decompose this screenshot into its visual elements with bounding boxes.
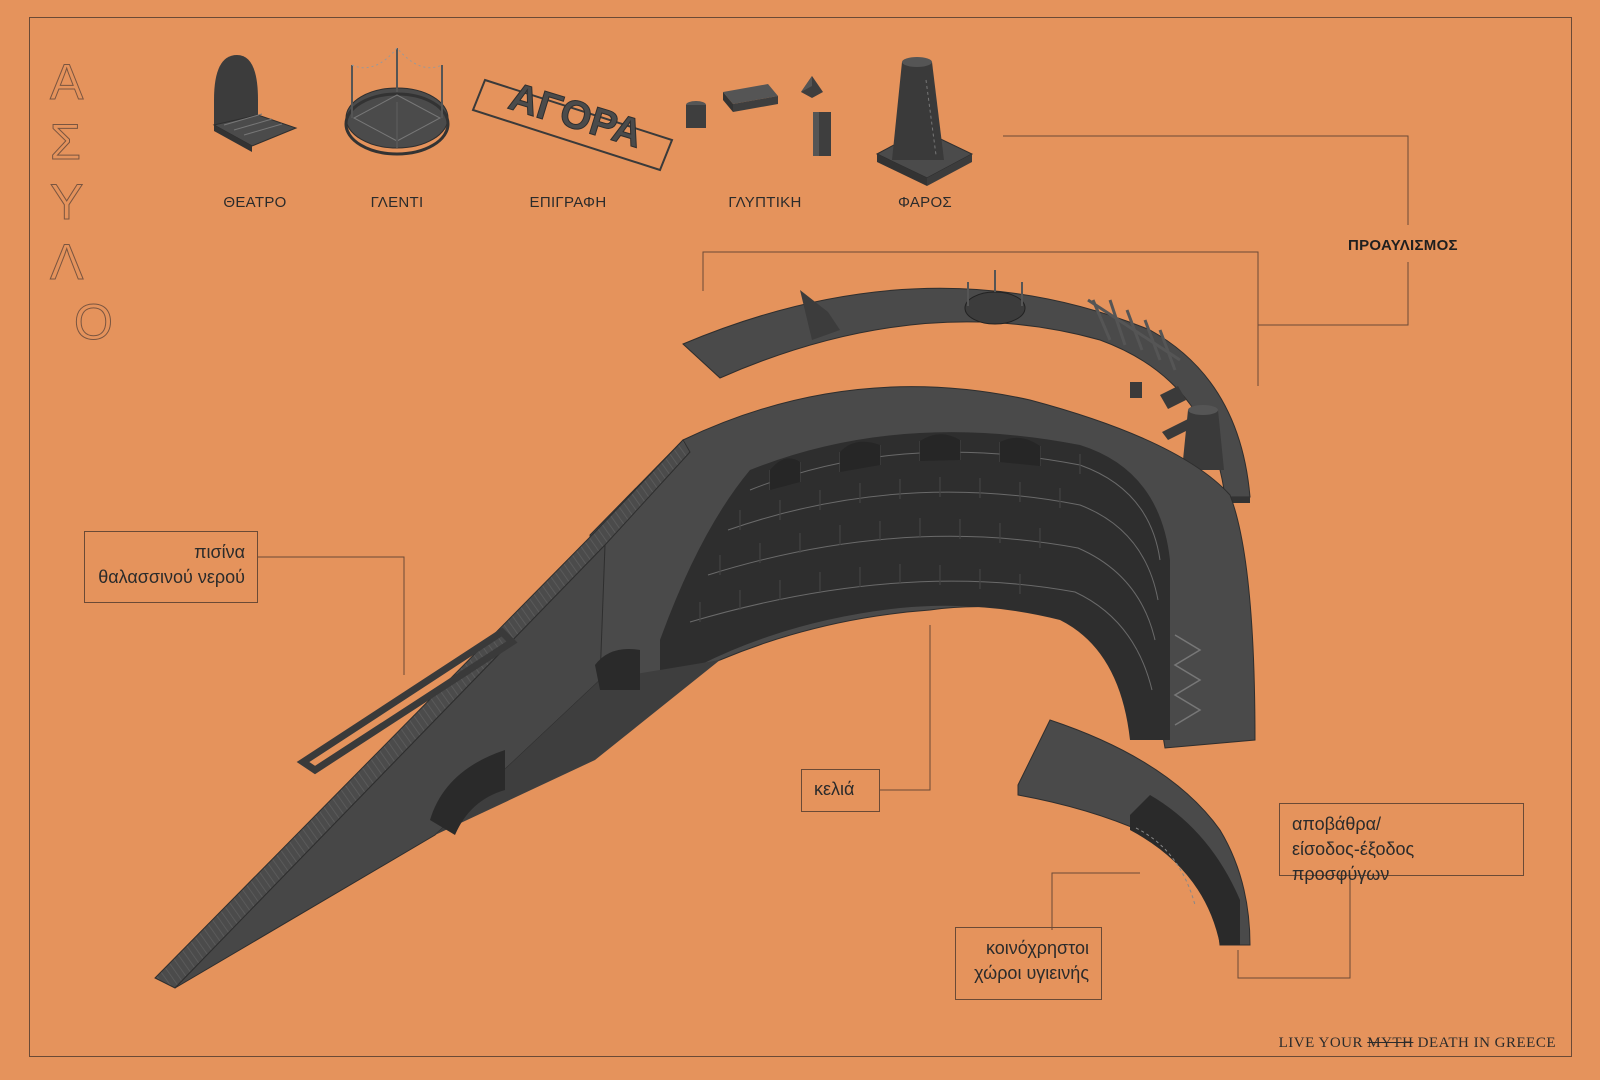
equipment-label-theatre: ΘΕΑΤΡΟ bbox=[223, 194, 287, 211]
pool bbox=[296, 627, 518, 775]
callout-line: πισίνα bbox=[194, 542, 245, 562]
slogan: LIVE YOUR MYTH DEATH IN GREECE bbox=[1279, 1035, 1556, 1052]
title-letter: Υ bbox=[50, 174, 84, 231]
callout-line: χώροι υγιεινής bbox=[974, 963, 1089, 983]
signage-icon: ΑΓΟΡΑ bbox=[471, 74, 674, 172]
sculpture-icon bbox=[686, 76, 831, 156]
leader-lines bbox=[258, 135, 1409, 979]
slogan-suffix: DEATH IN GREECE bbox=[1417, 1035, 1556, 1051]
callout-line: κοινόχρηστοι bbox=[986, 938, 1089, 958]
vertical-title: Α Σ Υ Λ Ο bbox=[50, 52, 130, 352]
equipment-label-signage: ΕΠΙΓΡΑΦΗ bbox=[529, 194, 607, 211]
callout-pool: πισίνα θαλασσινού νερού bbox=[84, 531, 258, 603]
cells-block bbox=[589, 386, 1256, 749]
title-letter: Σ bbox=[50, 114, 82, 171]
callout-line: αποβάθρα/ bbox=[1292, 814, 1381, 834]
title-letter: Α bbox=[50, 54, 84, 111]
glenti-icon bbox=[344, 47, 450, 156]
group-label-forecourt: ΠΡΟΑΥΛΙΣΜΟΣ bbox=[1348, 237, 1458, 254]
callout-sanitary: κοινόχρηστοι χώροι υγιεινής bbox=[955, 927, 1102, 1000]
equipment-label-sculpture: ΓΛΥΠΤΙΚΗ bbox=[728, 194, 802, 211]
callout-line: είσοδος-έξοδος προσφύγων bbox=[1292, 839, 1415, 884]
slogan-prefix: LIVE YOUR bbox=[1278, 1035, 1363, 1051]
theatre-icon bbox=[212, 55, 298, 152]
equipment-label-glenti: ΓΛΕΝΤΙ bbox=[370, 194, 424, 211]
callout-line: θαλασσινού νερού bbox=[98, 567, 245, 587]
title-letter: Ο bbox=[74, 294, 114, 351]
page-frame bbox=[29, 17, 1572, 1057]
callout-line: κελιά bbox=[814, 779, 855, 799]
platform bbox=[682, 270, 1251, 503]
signage-letters: ΑΓΟΡΑ bbox=[504, 75, 648, 157]
dock-block bbox=[1017, 719, 1251, 946]
entry-ramp bbox=[154, 439, 720, 989]
slogan-struck-word: MYTH bbox=[1367, 1035, 1414, 1051]
callout-cells: κελιά bbox=[801, 769, 880, 812]
equipment-label-lighthouse: ΦΑΡΟΣ bbox=[898, 194, 952, 211]
title-letter: Λ bbox=[50, 234, 84, 291]
lighthouse-icon bbox=[875, 57, 974, 186]
callout-dock: αποβάθρα/ είσοδος-έξοδος προσφύγων bbox=[1279, 803, 1524, 884]
